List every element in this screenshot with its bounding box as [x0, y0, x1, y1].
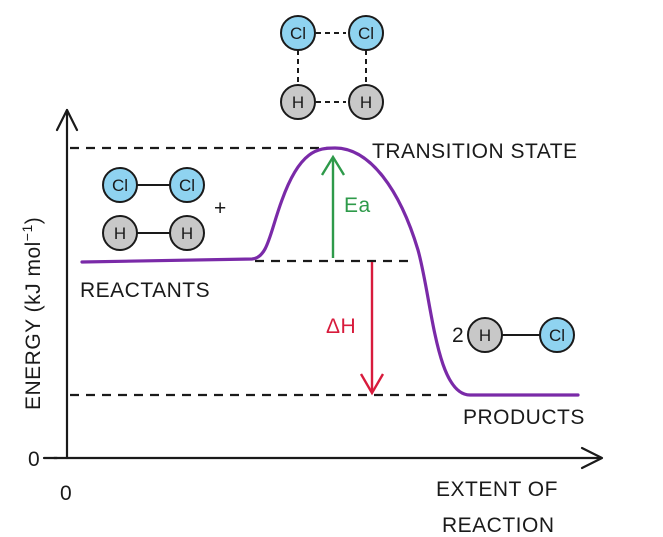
svg-text:Cl: Cl: [549, 326, 565, 345]
product-coefficient: 2: [452, 324, 464, 347]
svg-text:H: H: [360, 93, 372, 112]
activation-energy-arrowhead: [320, 154, 346, 176]
svg-text:Cl: Cl: [179, 176, 195, 195]
activation-energy-label: Ea: [344, 194, 371, 217]
y-axis-title-close: ): [22, 217, 45, 225]
x-axis-arrowhead: [580, 446, 604, 470]
ts-chlorine-atom-2: Cl: [348, 15, 384, 51]
svg-text:H: H: [114, 224, 126, 243]
y-axis-title-sup: −1: [19, 224, 35, 241]
svg-text:Cl: Cl: [290, 24, 306, 43]
reactant-chlorine-atom-1: Cl: [102, 167, 138, 203]
svg-text:Cl: Cl: [112, 176, 128, 195]
reactant-chlorine-molecule: Cl Cl: [102, 167, 205, 203]
enthalpy-change-arrowhead: [359, 373, 385, 396]
transition-state-molecule: Cl Cl H H: [280, 15, 384, 120]
y-origin-label: 0: [28, 448, 40, 471]
y-axis-title-main: ENERGY (kJ mol: [22, 241, 45, 410]
x-origin-label: 0: [60, 482, 72, 505]
enthalpy-change-arrow: [359, 262, 385, 396]
svg-text:H: H: [181, 224, 193, 243]
transition-state-label: TRANSITION STATE: [372, 140, 578, 163]
y-axis-arrowhead: [55, 108, 79, 132]
ts-hydrogen-atom-1: H: [280, 84, 316, 120]
reactant-hydrogen-atom-2: H: [169, 215, 205, 251]
reaction-profile-curve: [80, 146, 580, 397]
x-axis-title-line1: EXTENT OF: [436, 478, 558, 501]
enthalpy-change-label: ΔH: [326, 315, 356, 338]
reactants-plus-sign: +: [214, 197, 227, 220]
product-hydrogen-atom: H: [467, 317, 503, 353]
reactant-chlorine-atom-2: Cl: [169, 167, 205, 203]
ts-chlorine-atom-1: Cl: [280, 15, 316, 51]
reactant-hydrogen-atom-1: H: [102, 215, 138, 251]
reactants-label: REACTANTS: [80, 279, 210, 302]
svg-text:Cl: Cl: [358, 24, 374, 43]
ts-hydrogen-atom-2: H: [348, 84, 384, 120]
reactant-hydrogen-molecule: H H: [102, 215, 205, 251]
y-axis-title: ENERGY (kJ mol−1): [19, 217, 45, 410]
svg-text:H: H: [292, 93, 304, 112]
products-label: PRODUCTS: [463, 406, 585, 429]
x-axis-title-line2: REACTION: [442, 514, 555, 537]
product-chlorine-atom: Cl: [539, 317, 575, 353]
svg-text:H: H: [479, 326, 491, 345]
activation-energy-arrow: [320, 154, 346, 258]
product-hcl-molecule: H Cl: [467, 317, 575, 353]
